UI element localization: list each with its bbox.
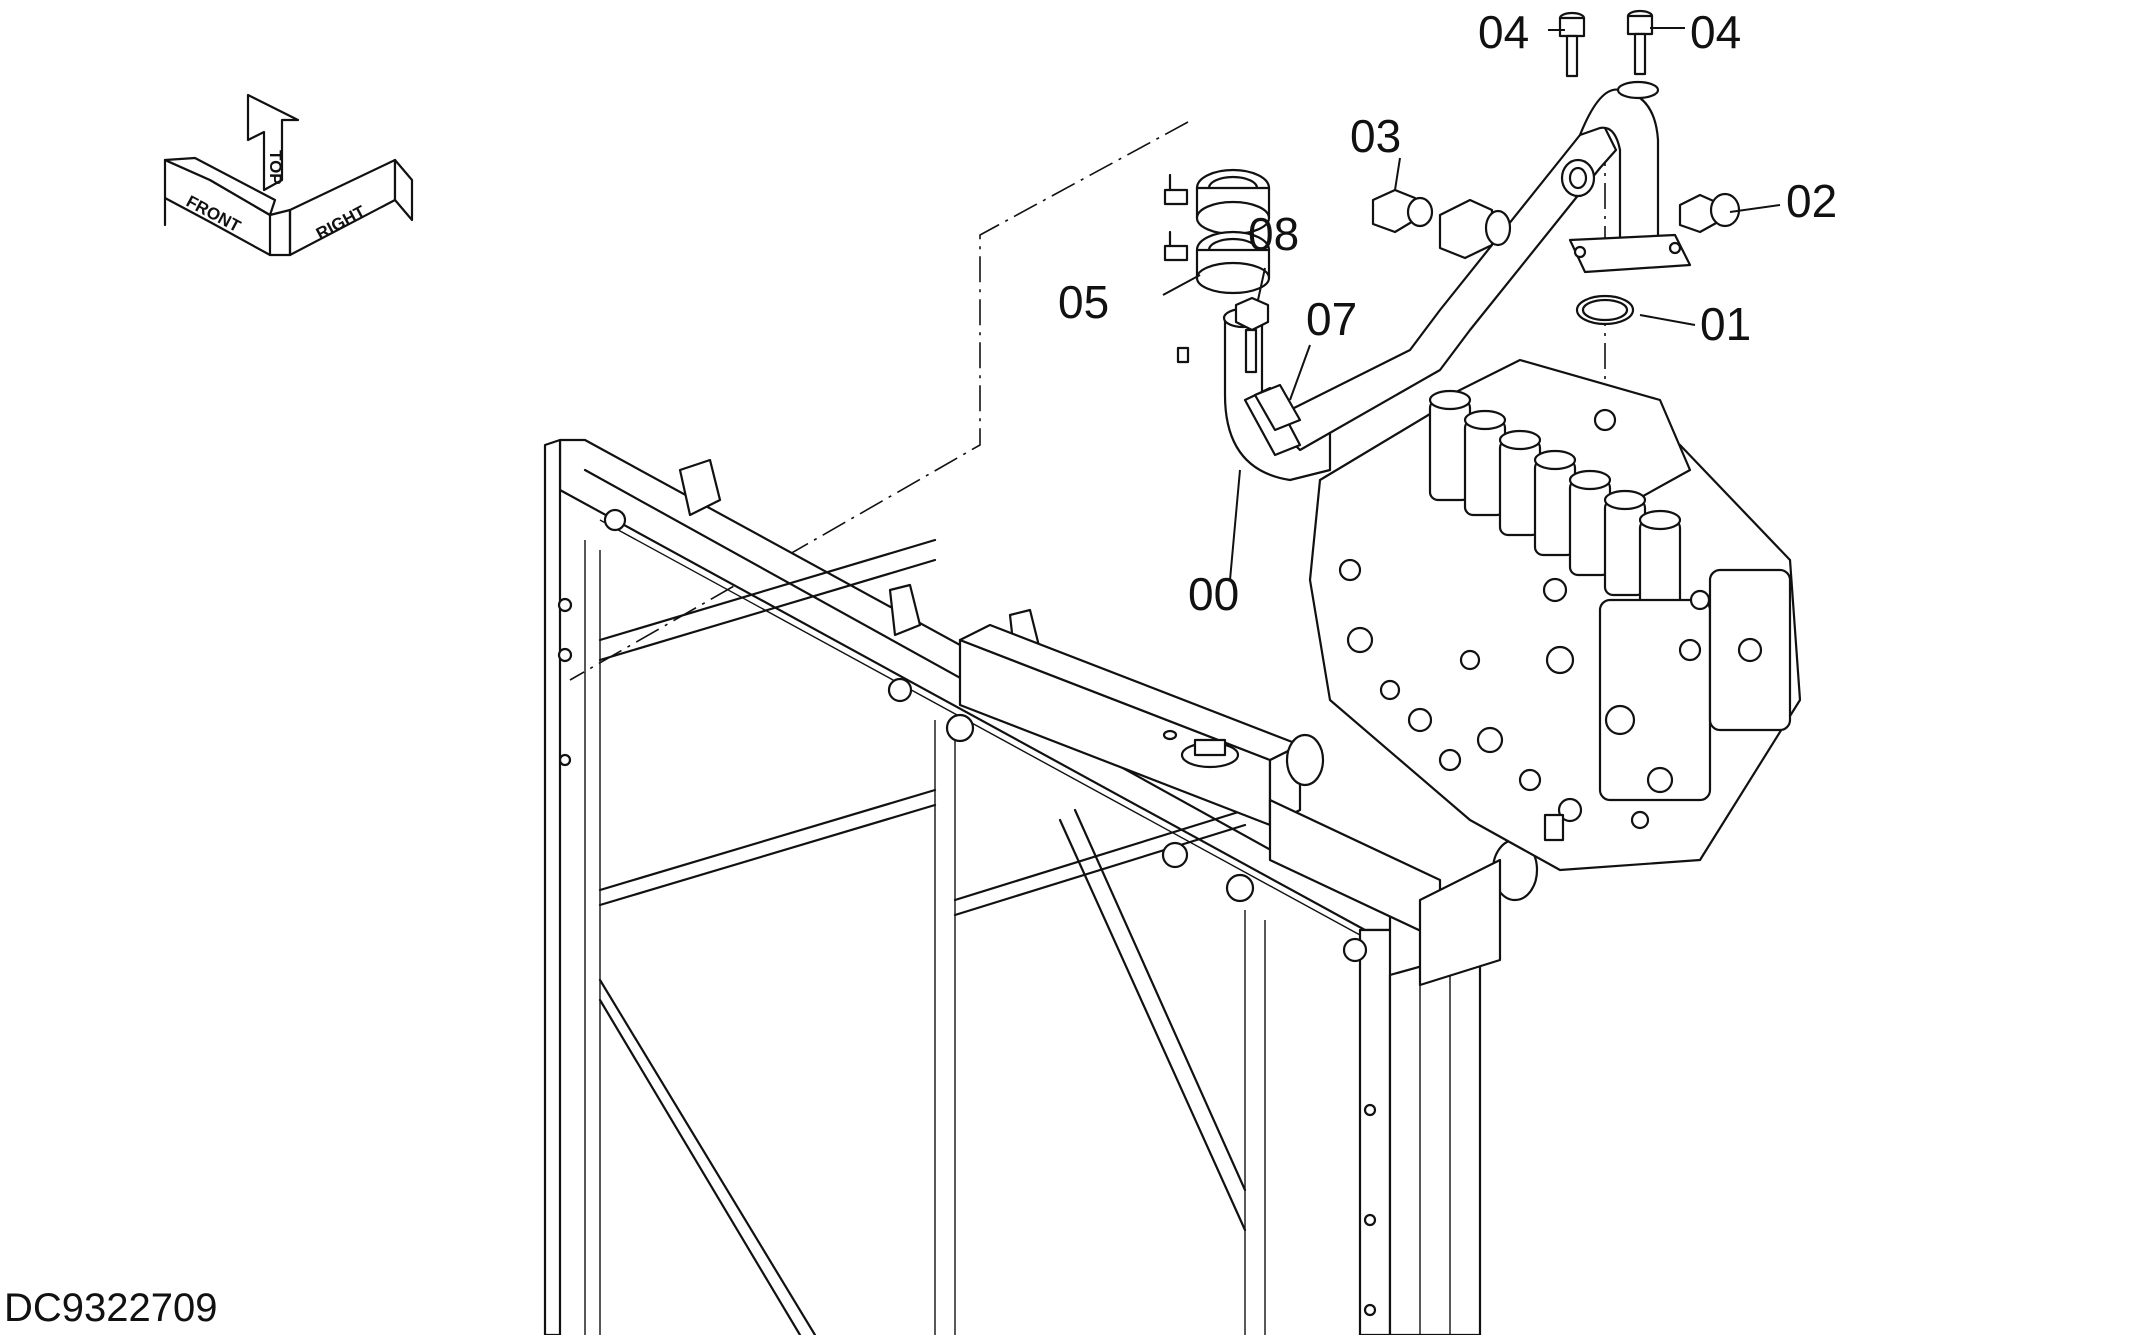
callout-07: 07 [1306,293,1357,345]
callout-01: 01 [1700,298,1751,350]
callouts: 04 04 03 02 01 08 07 05 00 [1058,6,1837,620]
callout-04-right: 04 [1690,6,1741,58]
callout-08: 08 [1248,208,1299,260]
callout-05: 05 [1058,276,1109,328]
leader-lines [1162,27,1781,581]
bolt-08 [1234,296,1270,374]
callout-00: 00 [1188,568,1239,620]
hose-clamps-05 [1163,168,1271,295]
top-label: TOP [266,150,285,185]
bolt-04-right [1626,9,1654,76]
o-ring-01 [1575,294,1635,326]
plug-03 [1371,188,1512,260]
plug-02 [1678,192,1741,234]
drawing-code: DC9322709 [4,1286,218,1330]
radiator-frame [543,438,1539,1335]
bolt-04-left [1558,11,1586,78]
callout-03: 03 [1350,110,1401,162]
callout-02: 02 [1786,175,1837,227]
callout-04-left: 04 [1478,6,1529,58]
control-valve [1308,358,1802,872]
direction-indicator: FRONT TOP RIGHT [163,93,414,257]
